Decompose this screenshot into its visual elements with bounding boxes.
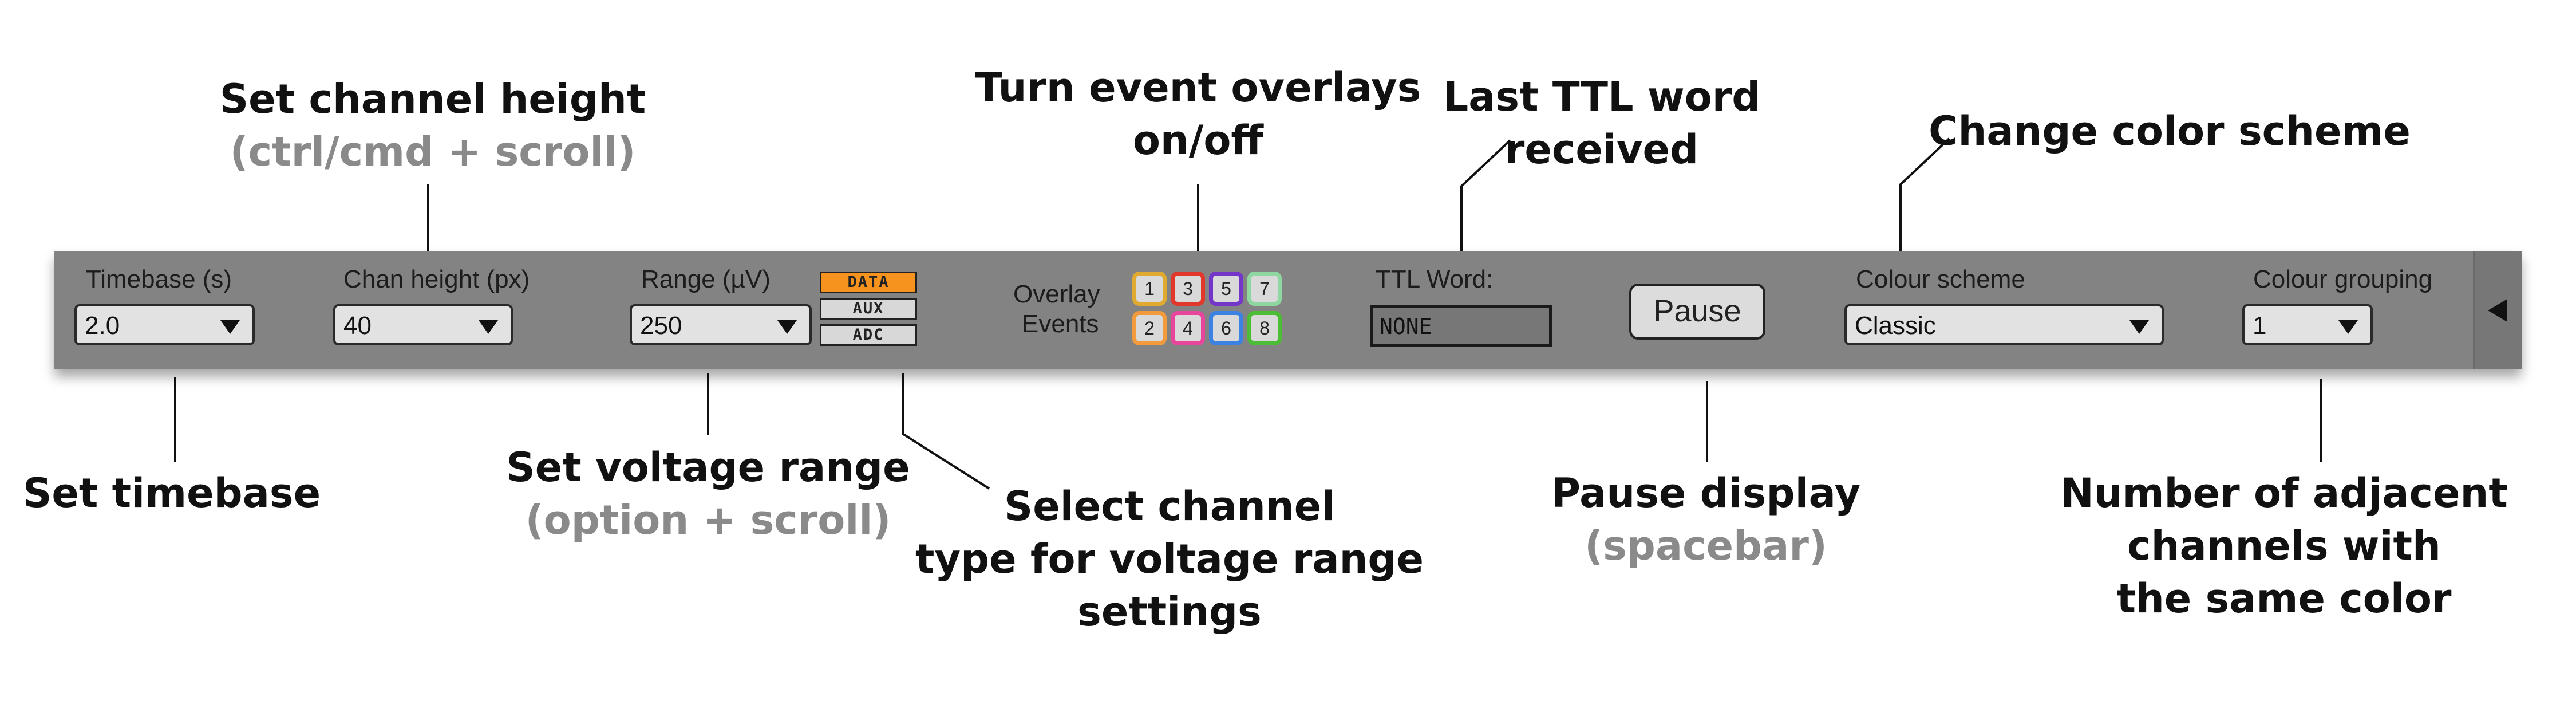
channel-type-data-button[interactable]: DATA bbox=[820, 272, 917, 293]
annotation-text: Set timebase bbox=[22, 470, 321, 517]
ttl-word-value: NONE bbox=[1380, 314, 1432, 339]
colour-scheme-dropdown[interactable]: Classic bbox=[1844, 304, 2164, 345]
annotation-text: on/off bbox=[1132, 117, 1264, 164]
annotation-shortcut-hint: (option + scroll) bbox=[525, 497, 891, 544]
leader-ttl bbox=[1460, 139, 1511, 251]
annotation-set-channel-height: Set channel height (ctrl/cmd + scroll) bbox=[220, 73, 646, 178]
left-triangle-icon bbox=[2488, 299, 2507, 322]
colour-scheme-label: Colour scheme bbox=[1856, 265, 2025, 293]
annotation-text: received bbox=[1504, 126, 1699, 173]
leader-channel-type bbox=[902, 373, 990, 490]
pause-button[interactable]: Pause bbox=[1629, 284, 1765, 340]
annotation-text: settings bbox=[1077, 588, 1262, 635]
channel-type-aux-button[interactable]: AUX bbox=[820, 298, 917, 320]
timebase-dropdown[interactable]: 2.0 bbox=[74, 304, 255, 345]
annotation-event-overlays: Turn event overlays on/off bbox=[975, 61, 1421, 167]
timebase-label: Timebase (s) bbox=[86, 265, 232, 293]
chan-height-dropdown[interactable]: 40 bbox=[333, 304, 513, 345]
chevron-down-icon bbox=[220, 320, 240, 334]
event-channel-8-button[interactable]: 8 bbox=[1247, 311, 1282, 345]
timebase-value: 2.0 bbox=[85, 312, 120, 340]
chevron-down-icon bbox=[777, 320, 797, 334]
event-channel-5-button[interactable]: 5 bbox=[1209, 272, 1243, 306]
events-label: Events bbox=[1022, 310, 1099, 338]
chevron-down-icon bbox=[2129, 320, 2149, 334]
annotation-text: Set voltage range bbox=[506, 444, 910, 491]
annotation-last-ttl-word: Last TTL word received bbox=[1443, 70, 1761, 176]
range-value: 250 bbox=[640, 312, 682, 340]
toolbar-collapse-tab[interactable] bbox=[2473, 251, 2522, 369]
overlay-label: Overlay bbox=[1013, 280, 1100, 308]
annotation-text: Select channel bbox=[1003, 483, 1336, 530]
annotation-change-color-scheme: Change color scheme bbox=[1929, 105, 2411, 158]
annotation-text: Turn event overlays bbox=[975, 64, 1421, 111]
event-channel-1-button[interactable]: 1 bbox=[1132, 272, 1167, 306]
colour-grouping-dropdown[interactable]: 1 bbox=[2242, 304, 2373, 345]
chan-height-label: Chan height (px) bbox=[343, 265, 530, 293]
annotation-shortcut-hint: (ctrl/cmd + scroll) bbox=[230, 128, 636, 175]
range-label: Range (µV) bbox=[641, 265, 771, 293]
leader-colour-scheme bbox=[1899, 137, 1950, 251]
annotation-text: channels with bbox=[2127, 522, 2441, 569]
annotation-select-channel-type: Select channel type for voltage range se… bbox=[915, 480, 1424, 638]
chevron-down-icon bbox=[479, 320, 498, 334]
colour-grouping-label: Colour grouping bbox=[2253, 265, 2433, 293]
event-channel-4-button[interactable]: 4 bbox=[1171, 311, 1205, 345]
chevron-down-icon bbox=[2338, 320, 2358, 334]
event-channel-6-button[interactable]: 6 bbox=[1209, 311, 1243, 345]
annotation-text: Pause display bbox=[1551, 470, 1861, 517]
annotation-shortcut-hint: (spacebar) bbox=[1585, 522, 1827, 569]
event-channel-3-button[interactable]: 3 bbox=[1171, 272, 1205, 306]
event-channel-7-button[interactable]: 7 bbox=[1247, 272, 1282, 306]
annotation-text: Set channel height bbox=[219, 76, 646, 123]
colour-scheme-value: Classic bbox=[1855, 312, 1936, 340]
annotation-text: Number of adjacent bbox=[2060, 470, 2508, 517]
channel-type-adc-button[interactable]: ADC bbox=[820, 324, 917, 346]
annotation-pause-display: Pause display (spacebar) bbox=[1551, 467, 1861, 572]
annotation-set-timebase: Set timebase bbox=[23, 467, 321, 520]
annotation-text: Change color scheme bbox=[1929, 108, 2411, 155]
range-dropdown[interactable]: 250 bbox=[630, 304, 812, 345]
colour-grouping-value: 1 bbox=[2253, 312, 2267, 340]
annotation-adjacent-channels: Number of adjacent channels with the sam… bbox=[2060, 467, 2508, 625]
annotation-set-voltage-range: Set voltage range (option + scroll) bbox=[506, 441, 910, 546]
ttl-word-label: TTL Word: bbox=[1376, 265, 1494, 293]
event-channel-2-button[interactable]: 2 bbox=[1132, 311, 1167, 345]
annotation-text: Last TTL word bbox=[1443, 73, 1761, 120]
ttl-word-display: NONE bbox=[1370, 305, 1552, 347]
annotation-text: type for voltage range bbox=[915, 536, 1424, 583]
annotation-text: the same color bbox=[2116, 575, 2452, 622]
chan-height-value: 40 bbox=[343, 312, 372, 340]
